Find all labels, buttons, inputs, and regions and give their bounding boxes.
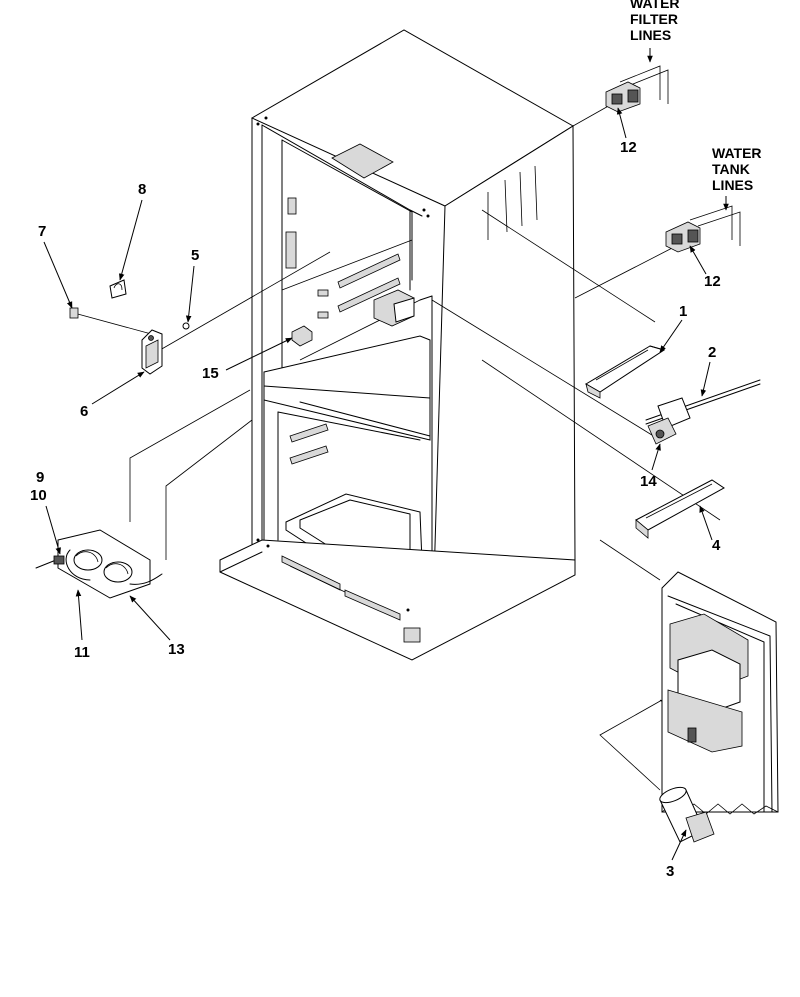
- callout-water-tank-line-1: WATER: [712, 145, 762, 161]
- callout-water-tank-line-3: LINES: [712, 177, 753, 193]
- part-1-bracket: [585, 345, 666, 399]
- callout-water-tank-lines: WATER TANK LINES: [712, 145, 762, 211]
- callout-13: 13: [168, 641, 185, 658]
- callout-10: 10: [30, 487, 47, 504]
- part-12-tank-clamp: [665, 205, 741, 253]
- callout-1: 1: [679, 303, 687, 320]
- callout-12-top: 12: [620, 139, 637, 156]
- callout-7: 7: [38, 223, 46, 240]
- callout-12-bottom: 12: [704, 273, 721, 290]
- callout-4: 4: [712, 537, 721, 554]
- callout-8: 8: [138, 181, 146, 198]
- callout-water-filter-lines: WATER FILTER LINES: [630, 0, 680, 63]
- part-14-valve: [647, 417, 677, 445]
- freezer-door: [661, 571, 779, 815]
- part-12-filter-clamp: [605, 65, 669, 113]
- callout-15: 15: [202, 365, 219, 382]
- part-7-screw: [69, 307, 79, 319]
- part-9-10-screw: [35, 555, 65, 569]
- callout-water-tank-line-2: TANK: [712, 161, 750, 177]
- part-3-water-filter: [659, 786, 715, 843]
- callout-water-filter-line-2: FILTER: [630, 11, 678, 27]
- part-13-heater-coil: [57, 529, 163, 599]
- callout-water-filter-line-1: WATER: [630, 0, 680, 11]
- callout-water-filter-line-3: LINES: [630, 27, 671, 43]
- callout-2: 2: [708, 344, 716, 361]
- part-6-bracket: [141, 329, 163, 375]
- callout-6: 6: [80, 403, 88, 420]
- callout-14: 14: [640, 473, 657, 490]
- callout-9: 9: [36, 469, 44, 486]
- part-4-cover: [635, 479, 725, 539]
- part-15-clip: [291, 325, 313, 347]
- part-5-screw: [182, 322, 190, 330]
- refrigerator-cabinet: [219, 29, 576, 661]
- part-8-clip: [109, 279, 127, 299]
- assembly-lines: [73, 103, 761, 791]
- callout-5: 5: [191, 247, 199, 264]
- callout-11: 11: [74, 644, 90, 661]
- callout-3: 3: [666, 863, 674, 880]
